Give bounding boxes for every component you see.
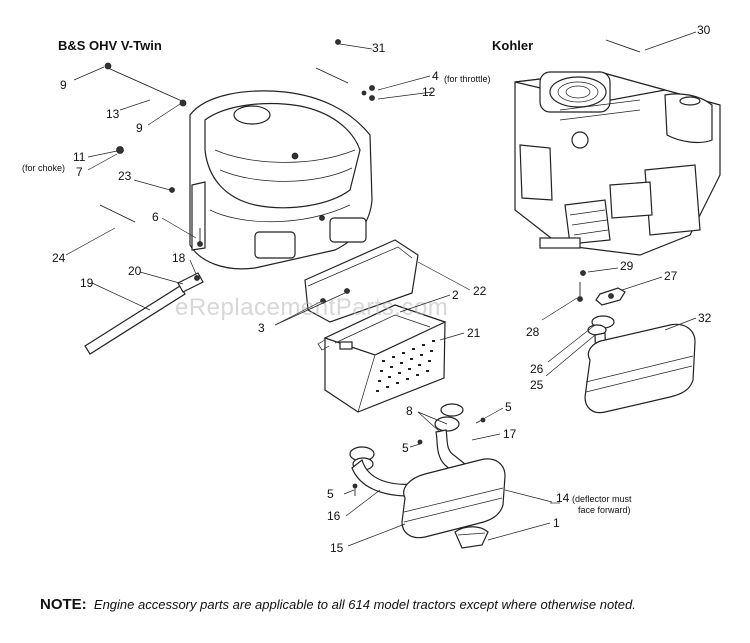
callout-24: 24 <box>52 251 66 265</box>
callout-18: 18 <box>172 251 186 265</box>
breather-tube <box>84 272 204 355</box>
callout-23: 23 <box>118 169 132 183</box>
callout-22: 22 <box>473 284 487 298</box>
callout-1: 1 <box>553 516 560 530</box>
bs-muffler <box>401 458 506 549</box>
callout-7: 7 <box>76 165 83 179</box>
bolt-28 <box>577 270 586 302</box>
throttle-cable-parts <box>315 39 375 101</box>
callout-29: 29 <box>620 259 634 273</box>
kohler-exhaust-parts <box>584 287 696 414</box>
leader-lines <box>65 31 697 547</box>
header-kohler-engine: Kohler <box>492 38 533 53</box>
callout-5-left: 5 <box>327 487 334 501</box>
note-label: NOTE: <box>40 596 87 613</box>
guard-vent-holes <box>376 340 435 392</box>
cable-30 <box>605 39 641 53</box>
note-for-throttle: (for throttle) <box>444 74 491 84</box>
callout-8: 8 <box>406 404 413 418</box>
callout-9-lower: 9 <box>136 121 143 135</box>
callout-12: 12 <box>422 85 436 99</box>
callout-30: 30 <box>697 23 711 37</box>
callout-21: 21 <box>467 326 481 340</box>
callout-11: 11 <box>73 150 86 164</box>
part-callouts: 31 4 (for throttle) 12 9 13 9 11 (for ch… <box>22 23 712 555</box>
callout-19: 19 <box>80 276 94 290</box>
header-bs-engine: B&S OHV V-Twin <box>58 38 162 53</box>
callout-3: 3 <box>258 321 265 335</box>
callout-16: 16 <box>327 509 341 523</box>
bs-vtwin-engine-drawing <box>189 90 373 270</box>
heat-shield-cover <box>304 239 419 323</box>
callout-6: 6 <box>152 210 159 224</box>
kohler-engine-drawing <box>514 71 721 256</box>
note-deflector-line1: (deflector must <box>572 494 632 504</box>
choke-cable-parts <box>104 62 187 193</box>
watermark: eReplacementParts.com <box>175 294 448 321</box>
callout-13: 13 <box>106 107 120 121</box>
callout-20: 20 <box>128 264 142 278</box>
callout-26: 26 <box>530 362 544 376</box>
cable-24 <box>99 204 136 223</box>
callout-27: 27 <box>664 269 678 283</box>
callout-15: 15 <box>330 541 344 555</box>
callout-2: 2 <box>452 288 459 302</box>
callout-31: 31 <box>372 41 386 55</box>
note-text: Engine accessory parts are applicable to… <box>93 597 636 612</box>
callout-32: 32 <box>698 311 712 325</box>
note-deflector-line2: face forward) <box>578 505 631 515</box>
callout-14: 14 <box>556 491 570 505</box>
footer-note: NOTE: Engine accessory parts are applica… <box>40 596 740 613</box>
note-for-choke: (for choke) <box>22 163 65 173</box>
callout-9-top: 9 <box>60 78 67 92</box>
muffler-guard <box>317 304 447 413</box>
callout-28: 28 <box>526 325 540 339</box>
callout-4: 4 <box>432 69 439 83</box>
callout-5-right: 5 <box>505 400 512 414</box>
callout-17: 17 <box>503 427 517 441</box>
callout-25: 25 <box>530 378 544 392</box>
callout-5-mid: 5 <box>402 441 409 455</box>
bolt-6 <box>197 228 203 247</box>
